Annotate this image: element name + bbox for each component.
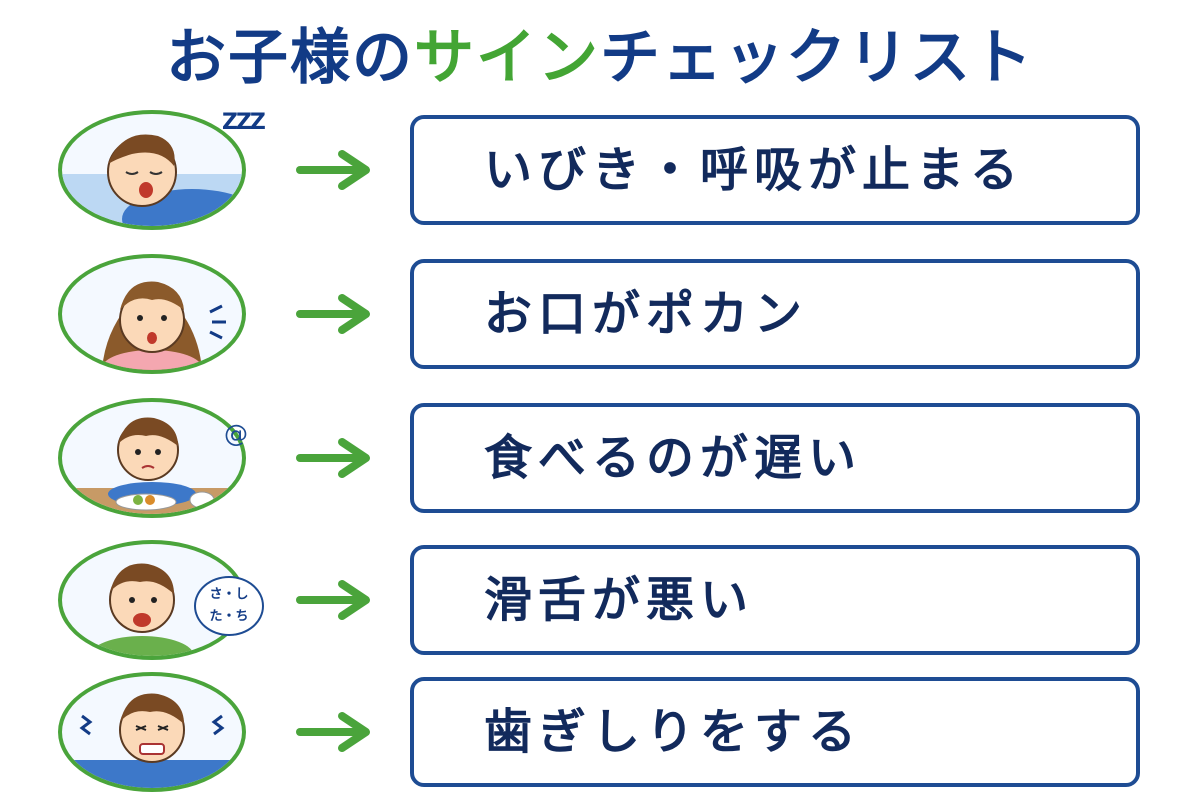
checklist-item-label: いびき・呼吸が止まる (484, 142, 1025, 198)
checklist-item: 歯ぎしりをする (410, 677, 1140, 787)
checklist-item: 食べるのが遅い (410, 403, 1140, 513)
dizzy-swirl-icon: @ (224, 420, 248, 448)
teeth-grinding-child-icon (58, 672, 246, 792)
arrow-right-icon (296, 712, 370, 752)
checklist-item-label: 滑舌が悪い (484, 572, 755, 628)
checklist-row: @ 食べるのが遅い (0, 398, 1200, 518)
open-mouth-child-icon (58, 254, 246, 374)
checklist-item: お口がポカン (410, 259, 1140, 369)
title-part2: チェックリスト (600, 23, 1034, 93)
title-highlight: サイン (414, 23, 600, 93)
speech-bubble: さ・し た・ち (194, 576, 264, 636)
checklist-item-label: 食べるのが遅い (484, 430, 863, 486)
checklist-row: ZZZ いびき・呼吸が止まる (0, 110, 1200, 230)
page-title: お子様のサインチェックリスト (0, 8, 1200, 108)
sleeping-child-icon (58, 110, 246, 230)
checklist-row: さ・し た・ち 滑舌が悪い (0, 540, 1200, 660)
checklist-item: 滑舌が悪い (410, 545, 1140, 655)
checklist-item-label: 歯ぎしりをする (484, 704, 863, 760)
speech-bubble-line1: さ・し (209, 587, 249, 602)
arrow-right-icon (296, 150, 370, 190)
checklist-item: いびき・呼吸が止まる (410, 115, 1140, 225)
speech-bubble-line2: た・ち (209, 609, 249, 624)
arrow-right-icon (296, 580, 370, 620)
sleep-z-icon: ZZZ (222, 110, 266, 135)
checklist-row: お口がポカン (0, 254, 1200, 374)
checklist-item-label: お口がポカン (484, 286, 809, 342)
arrow-right-icon (296, 294, 370, 334)
eating-child-icon (58, 398, 246, 518)
checklist-row: 歯ぎしりをする (0, 672, 1200, 792)
speaking-child-icon (58, 540, 246, 660)
arrow-right-icon (296, 438, 370, 478)
title-part1: お子様の (166, 23, 414, 93)
